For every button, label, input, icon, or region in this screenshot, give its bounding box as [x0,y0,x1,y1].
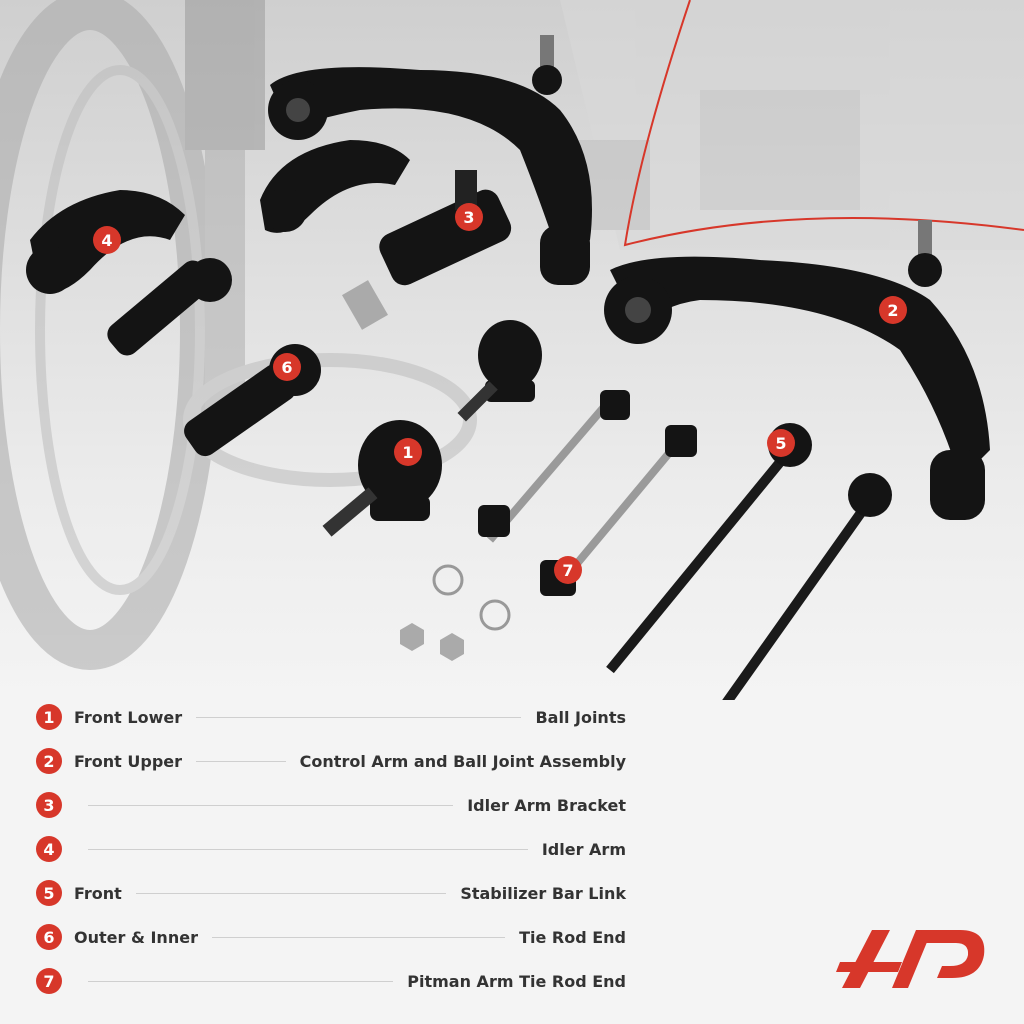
legend-divider [88,848,528,850]
legend-row: 4 Idler Arm [36,834,626,864]
legend-divider [211,936,506,938]
svg-text:7: 7 [562,561,573,580]
svg-text:1: 1 [402,443,413,462]
legend-number: 6 [36,924,62,950]
legend-divider [88,804,454,806]
legend-number: 2 [36,748,62,774]
legend-part-name: Pitman Arm Tie Rod End [407,971,626,991]
callout-4: 4 [93,226,121,254]
upper-control-arm-left [268,35,592,285]
ball-joints [322,320,542,537]
legend-row: 1 Front Lower Ball Joints [36,702,626,732]
legend-part-name: Idler Arm Bracket [467,795,626,815]
callout-6: 6 [273,353,301,381]
svg-text:5: 5 [775,434,786,453]
legend-position: Front [74,883,122,903]
legend-row: 5 Front Stabilizer Bar Link [36,878,626,908]
legend-number: 4 [36,836,62,862]
legend-position: Outer & Inner [74,927,198,947]
parts-legend: 1 Front Lower Ball Joints 2 Front Upper … [36,700,636,1000]
legend-number: 1 [36,704,62,730]
legend-divider [88,980,394,982]
legend-row: 7 Pitman Arm Tie Rod End [36,966,626,996]
legend-part-name: Stabilizer Bar Link [460,883,626,903]
legend-row: 2 Front Upper Control Arm and Ball Joint… [36,746,626,776]
legend-number: 7 [36,968,62,994]
legend-part-name: Control Arm and Ball Joint Assembly [299,751,626,771]
svg-text:4: 4 [101,231,112,250]
callout-2: 2 [879,296,907,324]
callout-1: 1 [394,438,422,466]
callout-7: 7 [554,556,582,584]
legend-divider [135,892,447,894]
svg-text:6: 6 [281,358,292,377]
a-premium-logo-icon [836,930,985,988]
legend-row: 3 Idler Arm Bracket [36,790,626,820]
legend-part-name: Tie Rod End [519,927,626,947]
accent-curve [623,0,1024,247]
legend-part-name: Ball Joints [535,707,626,727]
legend-divider [196,760,286,762]
legend-row: 6 Outer & Inner Tie Rod End [36,922,626,952]
callout-3: 3 [455,203,483,231]
legend-part-name: Idler Arm [541,839,626,859]
parts-illustration: 1 2 3 4 5 6 7 [0,0,1024,700]
legend-position: Front Upper [74,751,183,771]
svg-text:2: 2 [887,301,898,320]
callout-5: 5 [767,429,795,457]
legend-number: 5 [36,880,62,906]
svg-text:3: 3 [463,208,474,227]
legend-number: 3 [36,792,62,818]
legend-divider [196,716,522,718]
legend-position: Front Lower [74,707,183,727]
